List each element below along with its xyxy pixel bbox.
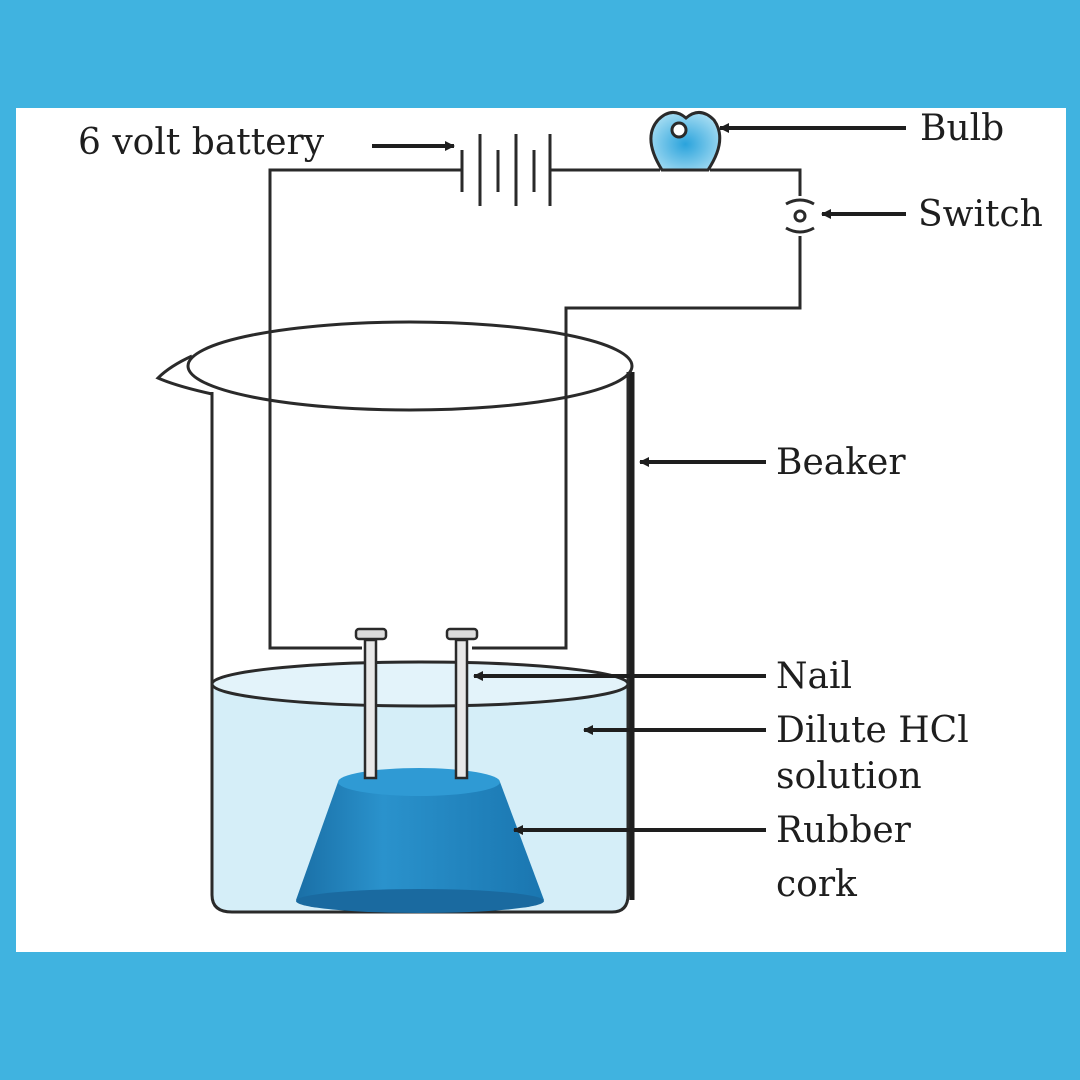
circuit-wires — [268, 168, 802, 650]
label-hcl-line2: solution — [776, 756, 922, 797]
label-battery: 6 volt battery — [78, 122, 325, 163]
label-bulb: Bulb — [920, 108, 1004, 149]
nail-right — [445, 627, 479, 780]
bulb-icon — [649, 111, 722, 172]
nail-left — [354, 627, 388, 780]
labels: 6 volt battery Bulb Switch Beaker Nail D… — [78, 108, 1043, 905]
leader-arrows — [372, 123, 906, 835]
label-cork-line1: Rubber — [776, 810, 912, 851]
beaker-spout — [155, 354, 213, 396]
label-nail: Nail — [776, 656, 852, 697]
solution-surface — [210, 660, 630, 708]
label-beaker: Beaker — [776, 442, 906, 483]
label-switch: Switch — [918, 194, 1043, 235]
switch-icon — [785, 198, 815, 234]
rubber-cork — [296, 768, 544, 913]
label-cork-line2: cork — [776, 864, 858, 905]
beaker-rim — [186, 320, 634, 412]
label-hcl-line1: Dilute HCl — [776, 710, 969, 751]
battery-icon — [460, 134, 552, 206]
